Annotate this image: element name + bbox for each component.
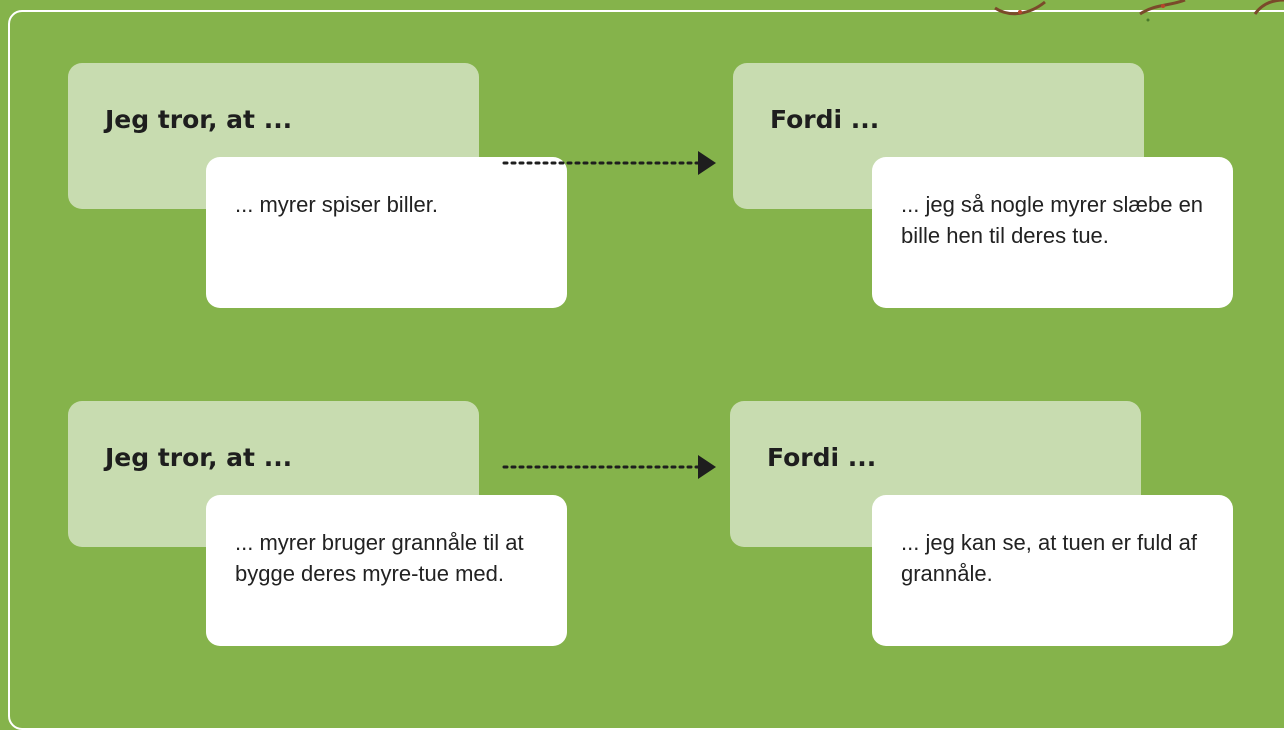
claim-label-1: Jeg tror, at ... — [105, 105, 293, 134]
reason-text-1: ... jeg så nogle myrer slæbe en bille he… — [901, 192, 1204, 248]
claim-text-2: ... myrer bruger grannåle til at bygge d… — [235, 530, 524, 586]
arrow-1 — [502, 151, 716, 175]
vine-decoration — [994, 0, 1284, 22]
reason-label-2: Fordi ... — [767, 443, 877, 472]
claim-text-card-2: ... myrer bruger grannåle til at bygge d… — [206, 495, 567, 646]
reason-text-card-2: ... jeg kan se, at tuen er fuld af grann… — [872, 495, 1233, 646]
claim-text-1: ... myrer spiser biller. — [235, 192, 438, 217]
reason-text-card-1: ... jeg så nogle myrer slæbe en bille he… — [872, 157, 1233, 308]
claim-text-card-1: ... myrer spiser biller. — [206, 157, 567, 308]
arrow-2 — [502, 455, 716, 479]
reason-label-1: Fordi ... — [770, 105, 880, 134]
reason-text-2: ... jeg kan se, at tuen er fuld af grann… — [901, 530, 1197, 586]
claim-label-2: Jeg tror, at ... — [105, 443, 293, 472]
